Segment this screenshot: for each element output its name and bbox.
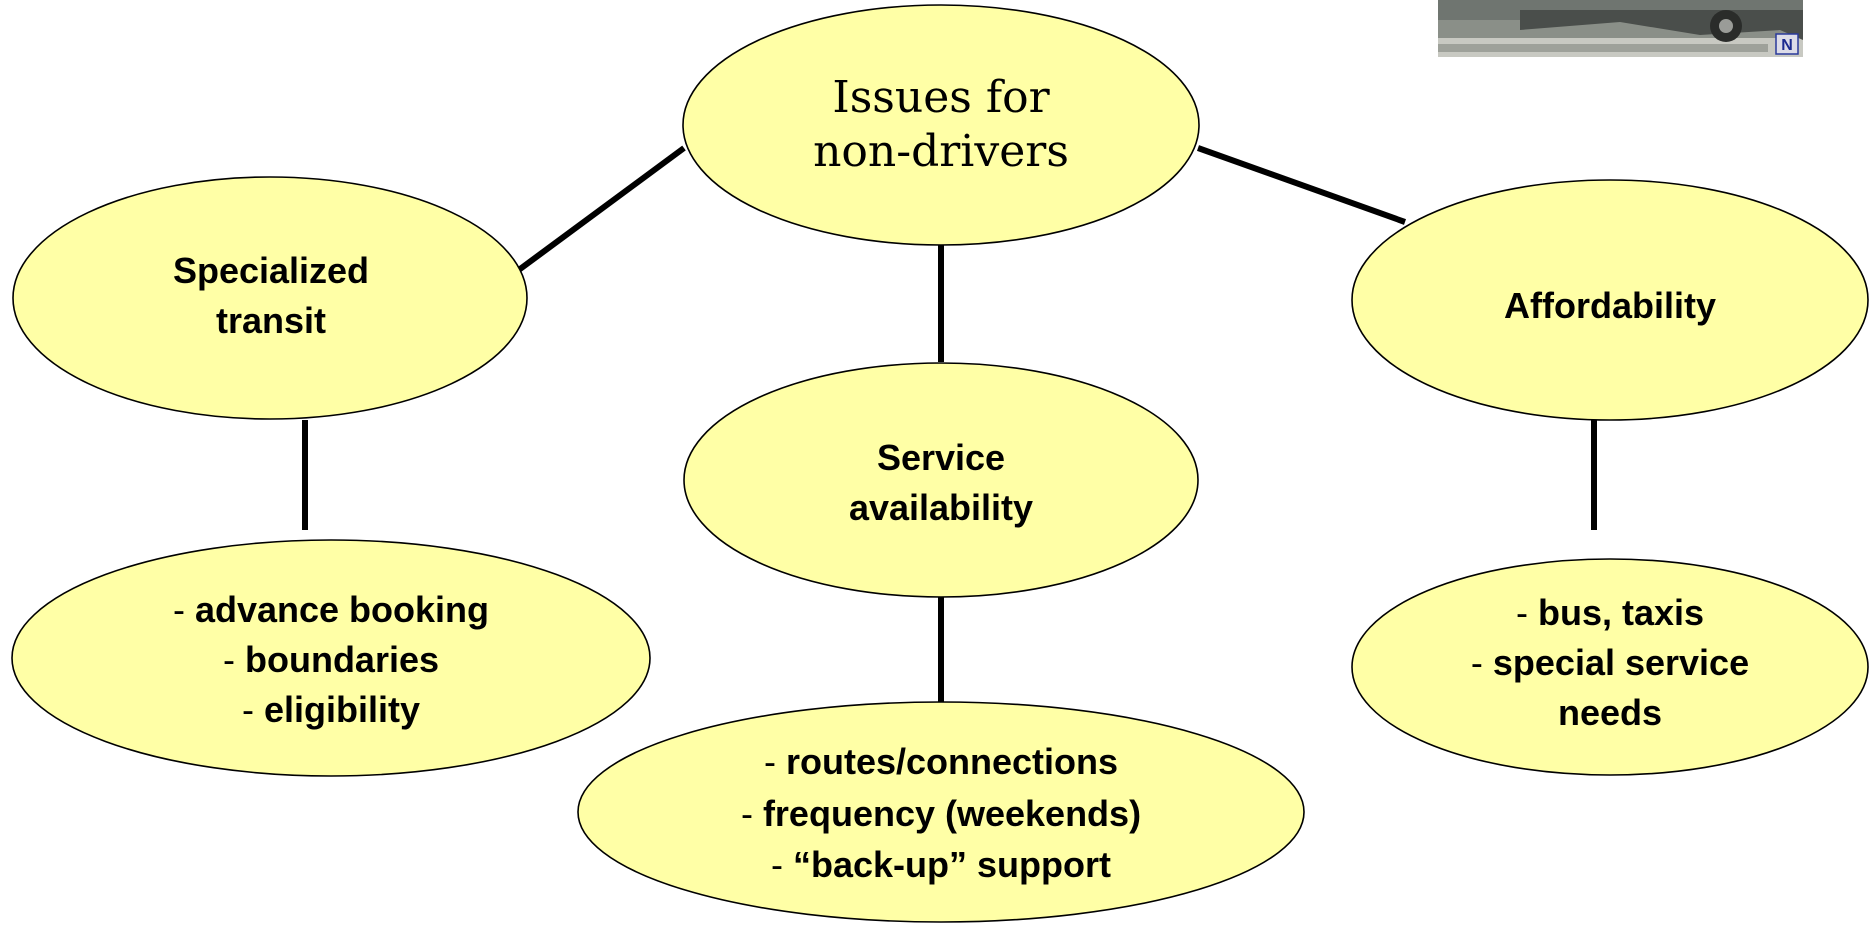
detail-text: boundaries — [245, 639, 439, 680]
details-affordability-shape — [1351, 558, 1869, 776]
detail-text: needs — [1558, 692, 1662, 733]
detail-dash: - — [173, 589, 195, 630]
detail-text: routes/connections — [786, 741, 1118, 782]
connector-root-specialized — [514, 145, 686, 275]
root-node-line-2: non-drivers — [813, 126, 1069, 177]
detail-text: “back-up” support — [793, 844, 1111, 885]
detail-dash: - — [741, 793, 763, 834]
category-service-availability: Service availability — [683, 362, 1199, 598]
details-specialized-transit: - advance booking - boundaries - eligibi… — [11, 539, 651, 777]
detail-dash: - — [771, 844, 793, 885]
details-affordability: - bus, taxis - special service needs — [1351, 558, 1869, 776]
root-node-shape — [682, 4, 1200, 246]
details-service-item-1: - routes/connections — [764, 741, 1118, 782]
detail-text: advance booking — [195, 589, 489, 630]
photo-thumbnail-icon: N — [1438, 0, 1803, 57]
category-affordability-shape — [1351, 179, 1869, 421]
root-node: Issues for non-drivers — [682, 4, 1200, 246]
details-service-shape — [577, 701, 1305, 923]
root-node-line-1: Issues for — [832, 72, 1050, 123]
detail-dash: - — [1471, 642, 1493, 683]
category-specialized-transit: Specialized transit — [12, 176, 528, 420]
detail-text: bus, taxis — [1538, 592, 1704, 633]
category-specialized-line-1: Specialized — [173, 250, 369, 291]
details-service-availability: - routes/connections - frequency (weeken… — [577, 701, 1305, 923]
details-specialized-shape — [11, 539, 651, 777]
detail-dash: - — [242, 689, 264, 730]
details-specialized-item-3: - eligibility — [242, 689, 420, 730]
details-affordability-item-2: - special service — [1471, 642, 1749, 683]
detail-dash: - — [223, 639, 245, 680]
detail-dash: - — [764, 741, 786, 782]
category-service-shape — [683, 362, 1199, 598]
category-specialized-line-2: transit — [216, 300, 326, 341]
detail-dash: - — [1516, 592, 1538, 633]
details-service-item-2: - frequency (weekends) — [741, 793, 1141, 834]
detail-text: frequency (weekends) — [763, 793, 1141, 834]
details-specialized-item-2: - boundaries — [223, 639, 439, 680]
category-affordability: Affordability — [1351, 179, 1869, 421]
category-service-line-2: availability — [849, 487, 1033, 528]
category-specialized-shape — [12, 176, 528, 420]
detail-text: eligibility — [264, 689, 420, 730]
details-specialized-item-1: - advance booking — [173, 589, 489, 630]
details-affordability-item-1: - bus, taxis — [1516, 592, 1704, 633]
connectors — [302, 145, 1597, 702]
photo-badge: N — [1781, 37, 1793, 54]
category-service-line-1: Service — [877, 437, 1005, 478]
detail-text: special service — [1493, 642, 1749, 683]
category-affordability-line-1: Affordability — [1504, 285, 1716, 326]
connector-root-affordability — [1196, 145, 1407, 225]
details-service-item-3: - “back-up” support — [771, 844, 1111, 885]
details-affordability-item-3: needs — [1558, 692, 1662, 733]
